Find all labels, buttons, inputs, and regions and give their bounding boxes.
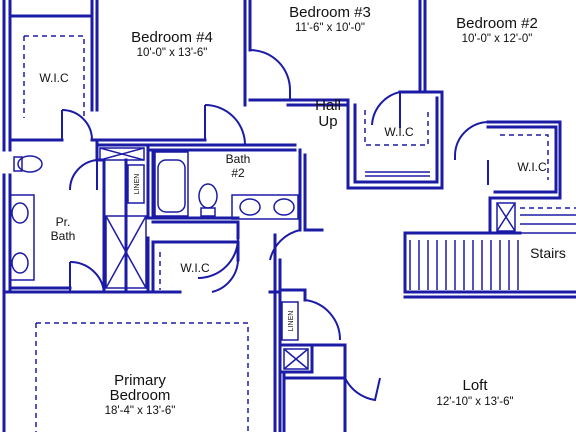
bath2-number: #2 <box>231 166 245 180</box>
shower <box>105 215 147 289</box>
primary-bedroom-line2: Bedroom <box>110 387 171 404</box>
pr-bath-label-2: Bath <box>51 229 76 243</box>
stairs-label: Stairs <box>530 245 566 261</box>
linen-closet <box>281 301 299 341</box>
linen-closet <box>127 164 145 204</box>
sink-right <box>273 198 295 216</box>
bedroom4-name: Bedroom #4 <box>131 29 213 46</box>
hvac-box <box>99 147 145 161</box>
bedroom2-name: Bedroom #2 <box>456 15 538 32</box>
sink-left <box>239 198 261 216</box>
dashed-lines <box>23 35 576 432</box>
stairs-treads <box>409 214 576 290</box>
loft-dimensions: 12'-10" x 13'-6" <box>436 396 513 408</box>
bedroom4-dimensions: 10'-0" x 13'-6" <box>137 47 208 59</box>
fixtures <box>9 147 516 370</box>
vanity <box>9 194 35 281</box>
toilet <box>198 183 218 209</box>
toilet <box>17 155 43 173</box>
wic-bedroom2-label: W.I.C <box>517 160 547 174</box>
primary-bedroom-line1: Primary <box>114 372 166 389</box>
linen-upper-label: LINEN <box>134 174 141 195</box>
bedroom2-dimensions: 10'-0" x 12'-0" <box>462 33 533 45</box>
bath2-label: Bath <box>226 152 251 166</box>
bedroom3-name: Bedroom #3 <box>289 4 371 21</box>
wic-center-label: W.I.C <box>180 261 210 275</box>
hvac-box <box>496 202 516 232</box>
wic-left-label: W.I.C <box>39 71 69 85</box>
door-swings <box>61 49 489 402</box>
vanity <box>231 194 299 220</box>
sink-lower <box>11 252 29 274</box>
loft-name: Loft <box>462 377 488 394</box>
sink-upper <box>11 202 29 224</box>
hvac-box <box>283 348 309 370</box>
bedroom3-dimensions: 11'-6" x 10'-0" <box>295 22 365 34</box>
primary-bedroom-dimensions: 18'-4" x 13'-6" <box>105 405 176 417</box>
pr-bath-label: Pr. <box>56 215 71 229</box>
bathtub <box>154 151 189 217</box>
hall-label: Hall <box>315 97 341 114</box>
wic-bedroom3-label: W.I.C <box>384 125 414 139</box>
hall-up-label: Up <box>318 113 337 130</box>
linen-lower-label: LINEN <box>288 311 295 332</box>
